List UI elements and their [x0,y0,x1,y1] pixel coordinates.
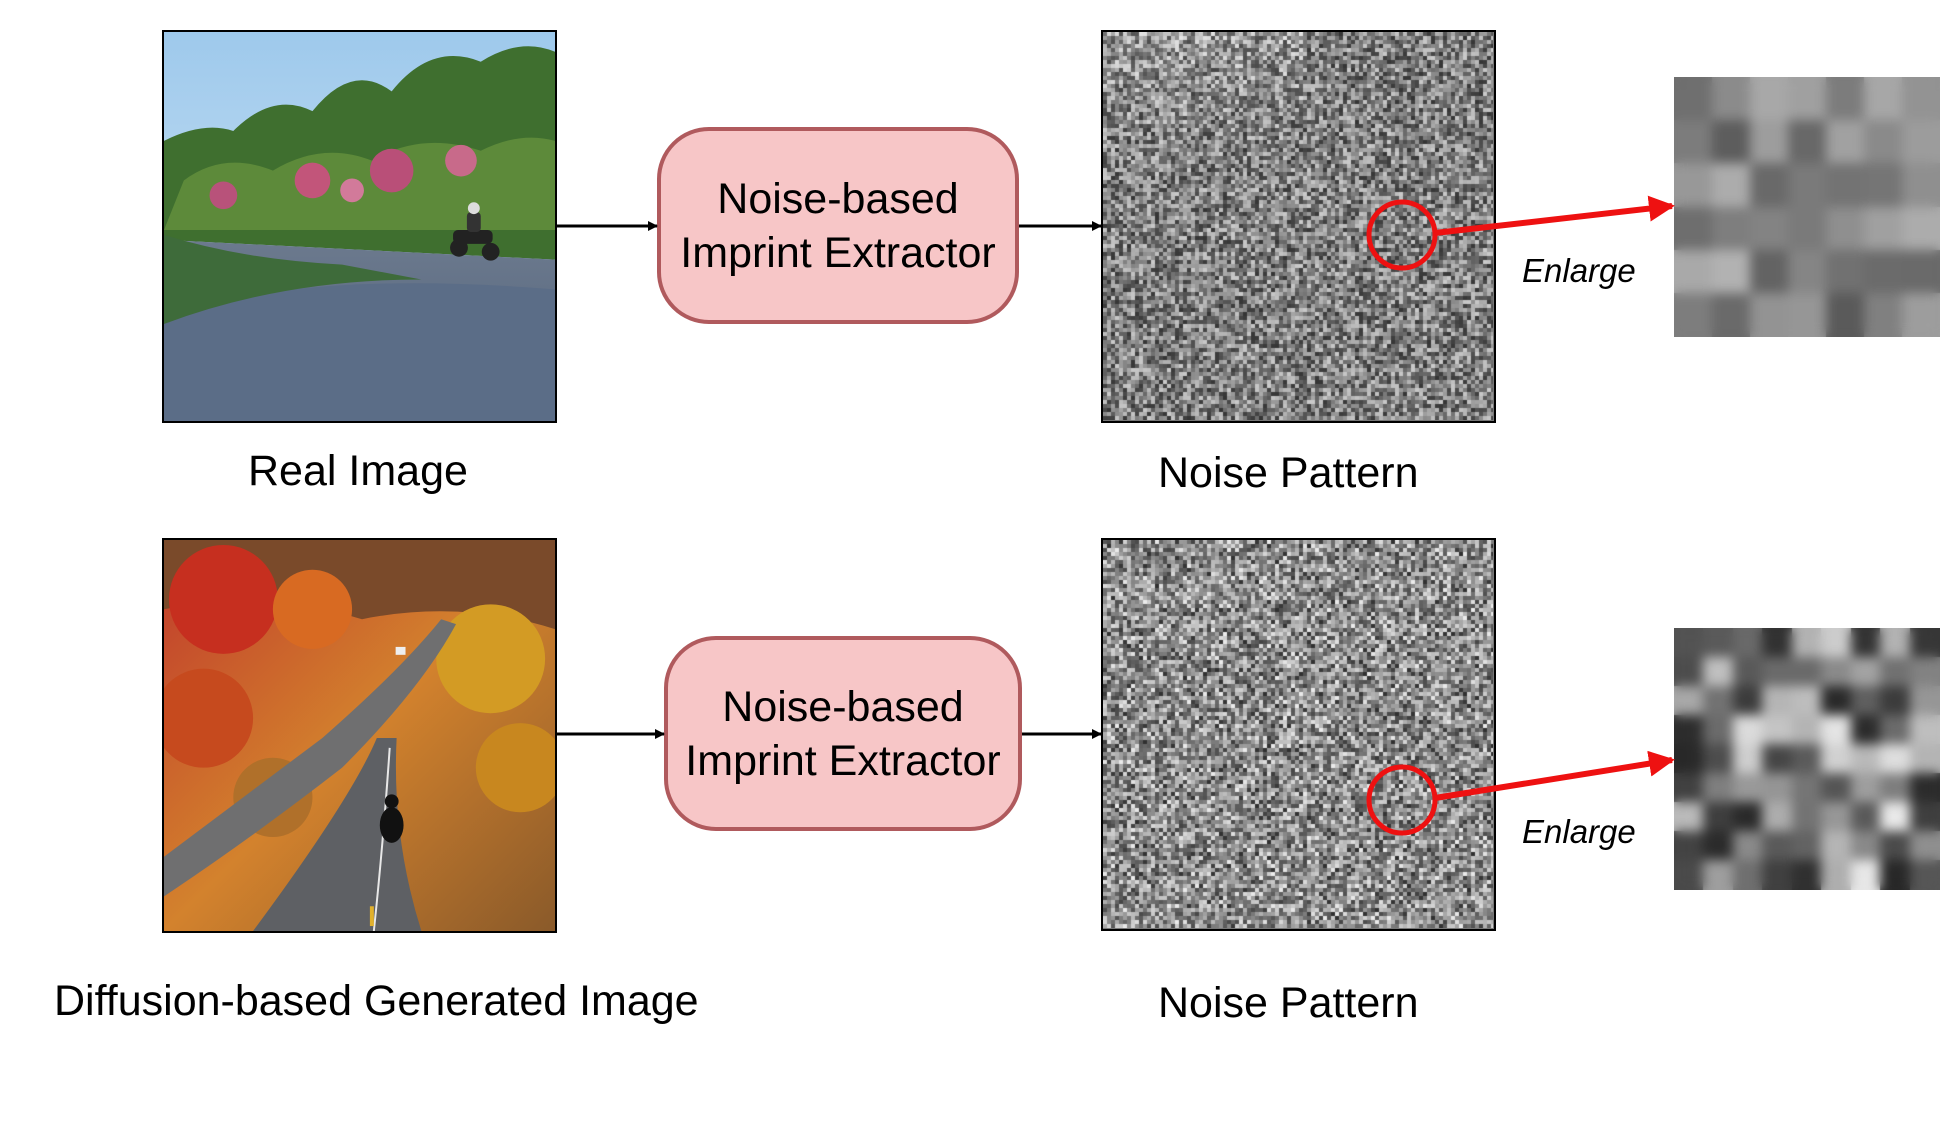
real-image-caption: Real Image [248,447,468,495]
enlarge-label-bottom: Enlarge [1522,813,1636,850]
real-image [162,30,557,423]
noise-extractor-bottom: Noise-based Imprint Extractor [664,636,1022,831]
enlarge-label-top: Enlarge [1522,252,1636,289]
generated-image [162,538,557,933]
noise-pattern-generated [1101,538,1496,931]
generated-image-caption: Diffusion-based Generated Image [54,977,699,1025]
noise-extractor-top: Noise-based Imprint Extractor [657,127,1019,324]
enlarged-patch-real [1674,77,1940,337]
noise-caption-real: Noise Pattern [1158,449,1419,497]
extractor-line1: Noise-based [722,682,964,731]
noise-caption-generated: Noise Pattern [1158,979,1419,1027]
extractor-line2: Imprint Extractor [685,736,1001,785]
noise-pattern-real [1101,30,1496,423]
enlarged-patch-generated [1674,628,1940,890]
extractor-line1: Noise-based [717,174,959,223]
extractor-line2: Imprint Extractor [680,228,996,277]
